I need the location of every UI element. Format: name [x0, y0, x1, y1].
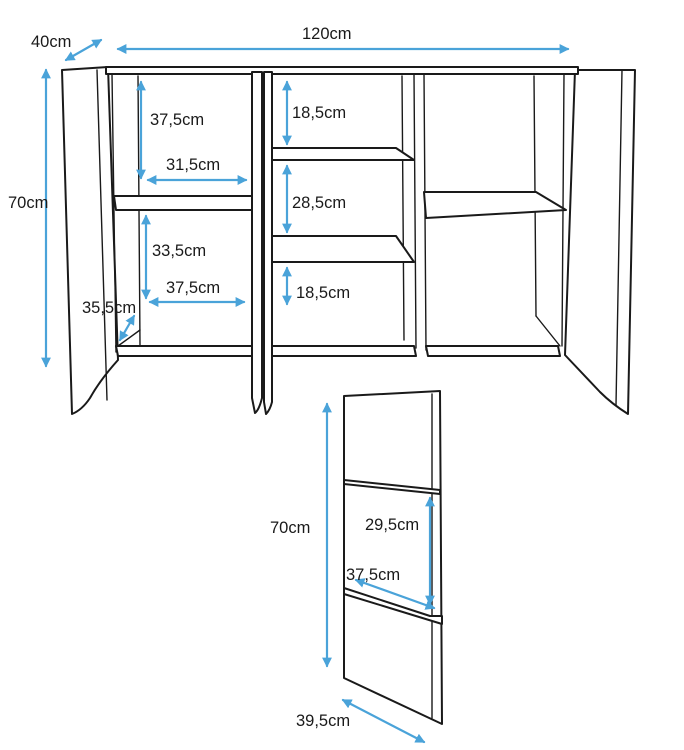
door-drawing: [343, 390, 443, 725]
left-bottom-height-label: 33,5cm: [152, 242, 206, 260]
left-bottom-width-label: 37,5cm: [166, 279, 220, 297]
cabinet-drawing: [61, 66, 636, 415]
width-label: 120cm: [302, 25, 352, 43]
left-shelf-width-label: 31,5cm: [166, 156, 220, 174]
middle-compartment: [271, 73, 417, 357]
middle-top-label: 18,5cm: [292, 104, 346, 122]
middle-bottom-label: 18,5cm: [296, 284, 350, 302]
middle-mid-label: 28,5cm: [292, 194, 346, 212]
height-label: 70cm: [8, 194, 48, 212]
depth-label: 40cm: [31, 33, 71, 51]
left-depth-label: 35,5cm: [82, 299, 136, 317]
door-width-label: 39,5cm: [296, 712, 350, 730]
cabinet-dimensions: 120cm 40cm 70cm 37,5cm 31,5cm 33,5cm 37,…: [8, 25, 570, 368]
left-door: [61, 66, 119, 415]
right-divider: [263, 71, 273, 415]
left-top-height-label: 37,5cm: [150, 111, 204, 129]
right-door: [564, 69, 636, 415]
door-dimensions: 70cm 29,5cm 37,5cm 39,5cm: [270, 402, 436, 744]
door-panel: [343, 390, 443, 725]
door-inner-width-label: 37,5cm: [346, 566, 400, 584]
depth-dimension-line: [64, 38, 103, 62]
door-height-label: 70cm: [270, 519, 310, 537]
door-inner-height-label: 29,5cm: [365, 516, 419, 534]
right-compartment: [423, 73, 567, 357]
door-upper-shelf: [343, 479, 441, 495]
cabinet-top: [105, 66, 579, 75]
left-divider: [251, 71, 263, 414]
